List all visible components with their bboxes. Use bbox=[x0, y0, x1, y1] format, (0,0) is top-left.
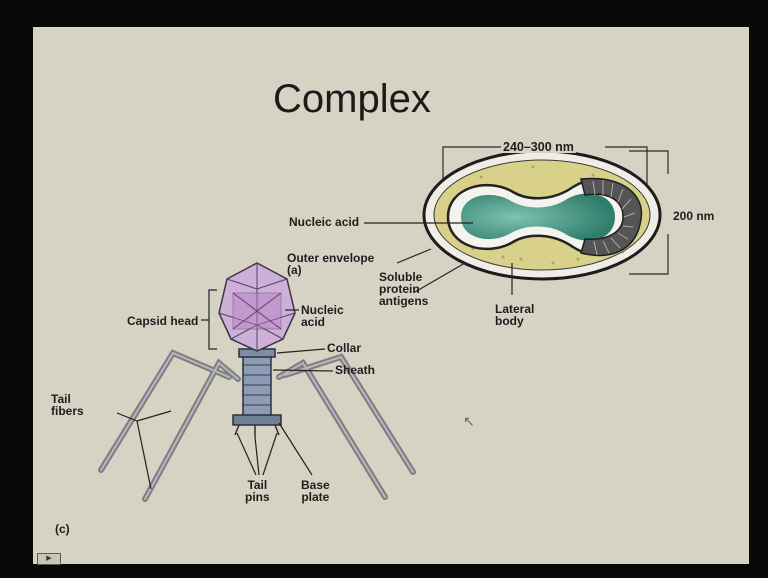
slide: Complex bbox=[33, 27, 749, 564]
phage-diagram bbox=[101, 263, 413, 499]
tail-fibers-leaders bbox=[117, 411, 171, 489]
sheath-label: Sheath bbox=[335, 364, 375, 376]
soluble-protein-antigens-label: Soluble protein antigens bbox=[379, 271, 428, 307]
capsid-head-label: Capsid head bbox=[127, 315, 198, 327]
collar-label: Collar bbox=[327, 342, 361, 354]
tail-sheath bbox=[243, 355, 271, 417]
base-plate-leader bbox=[279, 423, 312, 475]
tail-pins bbox=[235, 425, 279, 437]
nucleic-acid-label: Nucleic acid bbox=[289, 216, 359, 228]
width-dimension-label: 240–300 nm bbox=[501, 141, 576, 153]
height-dimension-label: 200 nm bbox=[673, 210, 714, 222]
outer-envelope-label: Outer envelope (a) bbox=[287, 252, 374, 276]
slide-control-icon[interactable]: ▶ bbox=[37, 553, 61, 565]
phage-nucleic-acid-label: Nucleic acid bbox=[301, 304, 344, 328]
sheath-leader bbox=[273, 370, 333, 371]
base-plate bbox=[233, 415, 281, 425]
collar-leader bbox=[277, 349, 325, 353]
capsid-bracket bbox=[209, 290, 217, 349]
height-dimension-bracket-top bbox=[629, 151, 668, 174]
outer-envelope-leader bbox=[397, 249, 431, 263]
panel-tag: (c) bbox=[55, 523, 70, 535]
mouse-cursor-icon: ↖ bbox=[463, 413, 475, 430]
tail-pins-leaders bbox=[237, 433, 277, 475]
base-plate-label: Base plate bbox=[301, 479, 330, 503]
tail-fibers-label: Tail fibers bbox=[51, 393, 84, 417]
lateral-body-label: Lateral body bbox=[495, 303, 534, 327]
tail-pins-label: Tail pins bbox=[245, 479, 270, 503]
